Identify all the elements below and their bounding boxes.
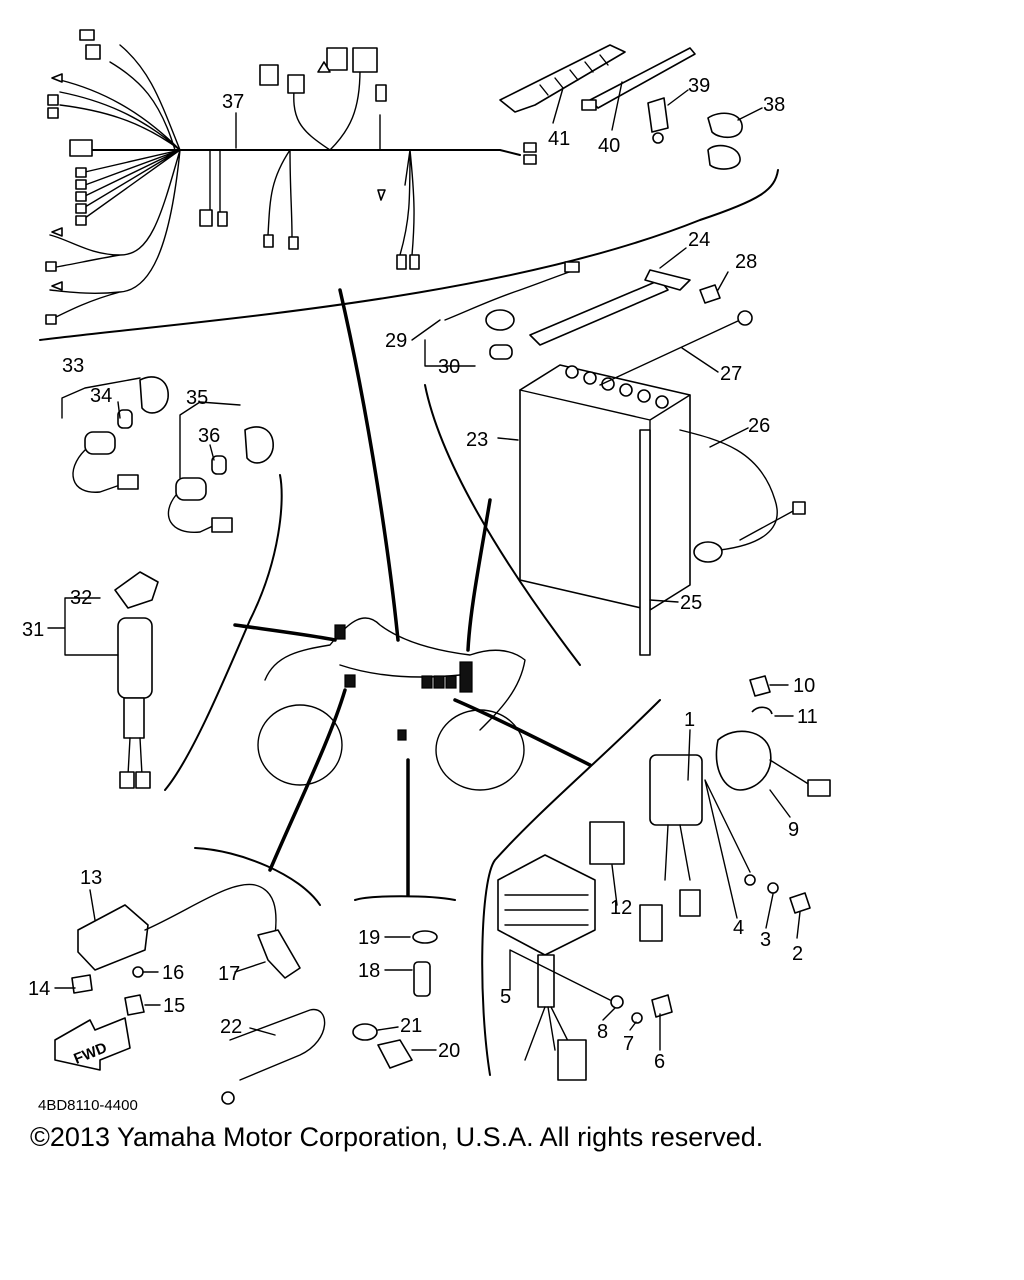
callout-9: 9 bbox=[788, 819, 799, 841]
callout-4: 4 bbox=[733, 917, 744, 939]
callout-21: 21 bbox=[400, 1015, 422, 1037]
leader-arrows bbox=[233, 288, 592, 897]
callout-37: 37 bbox=[222, 91, 244, 113]
callout-23: 23 bbox=[466, 429, 488, 451]
callout-28: 28 bbox=[735, 251, 757, 273]
callout-35: 35 bbox=[186, 387, 208, 409]
callout-39: 39 bbox=[688, 75, 710, 97]
callout-10: 10 bbox=[793, 675, 815, 697]
battery-group bbox=[444, 261, 806, 656]
callout-3: 3 bbox=[760, 929, 771, 951]
callout-36: 36 bbox=[198, 425, 220, 447]
plug-cap-group bbox=[72, 376, 274, 533]
wire-harness-37 bbox=[45, 29, 537, 325]
callout-24: 24 bbox=[688, 229, 710, 251]
callout-13: 13 bbox=[80, 867, 102, 889]
callout-1: 1 bbox=[684, 709, 695, 731]
callout-5: 5 bbox=[500, 986, 511, 1008]
callout-20: 20 bbox=[438, 1040, 460, 1062]
vehicle-silhouette bbox=[257, 617, 526, 791]
electrical-units-group bbox=[497, 675, 831, 1081]
callout-11: 11 bbox=[797, 706, 818, 728]
callout-32: 32 bbox=[70, 587, 92, 609]
callout-31: 31 bbox=[22, 619, 44, 641]
callout-33: 33 bbox=[62, 355, 84, 377]
ignition-coil-group bbox=[54, 883, 438, 1105]
callout-30: 30 bbox=[438, 356, 460, 378]
callout-2: 2 bbox=[792, 943, 803, 965]
callout-17: 17 bbox=[218, 963, 240, 985]
callout-15: 15 bbox=[163, 995, 185, 1017]
callout-40: 40 bbox=[598, 135, 620, 157]
clamp-and-band-parts bbox=[499, 44, 743, 170]
callout-22: 22 bbox=[220, 1016, 242, 1038]
callout-16: 16 bbox=[162, 962, 184, 984]
callout-38: 38 bbox=[763, 94, 785, 116]
callout-34: 34 bbox=[90, 385, 112, 407]
callout-leaders bbox=[47, 81, 801, 1051]
callout-7: 7 bbox=[623, 1033, 634, 1055]
diagram-code: 4BD8110-4400 bbox=[38, 1097, 138, 1114]
callout-26: 26 bbox=[748, 415, 770, 437]
main-switch-group bbox=[114, 571, 159, 789]
copyright-notice: ©2013 Yamaha Motor Corporation, U.S.A. A… bbox=[30, 1122, 764, 1152]
callout-41: 41 bbox=[548, 128, 570, 150]
callout-14: 14 bbox=[28, 978, 50, 1000]
callout-8: 8 bbox=[597, 1021, 608, 1043]
callout-6: 6 bbox=[654, 1051, 665, 1073]
region-outlines bbox=[39, 169, 779, 1076]
callout-29: 29 bbox=[385, 330, 407, 352]
callout-19: 19 bbox=[358, 927, 380, 949]
callout-18: 18 bbox=[358, 960, 380, 982]
callout-25: 25 bbox=[680, 592, 702, 614]
callout-27: 27 bbox=[720, 363, 742, 385]
callout-numbers: 37 41 40 39 38 24 28 29 30 27 26 23 25 3… bbox=[22, 75, 818, 1073]
callout-12: 12 bbox=[610, 897, 632, 919]
